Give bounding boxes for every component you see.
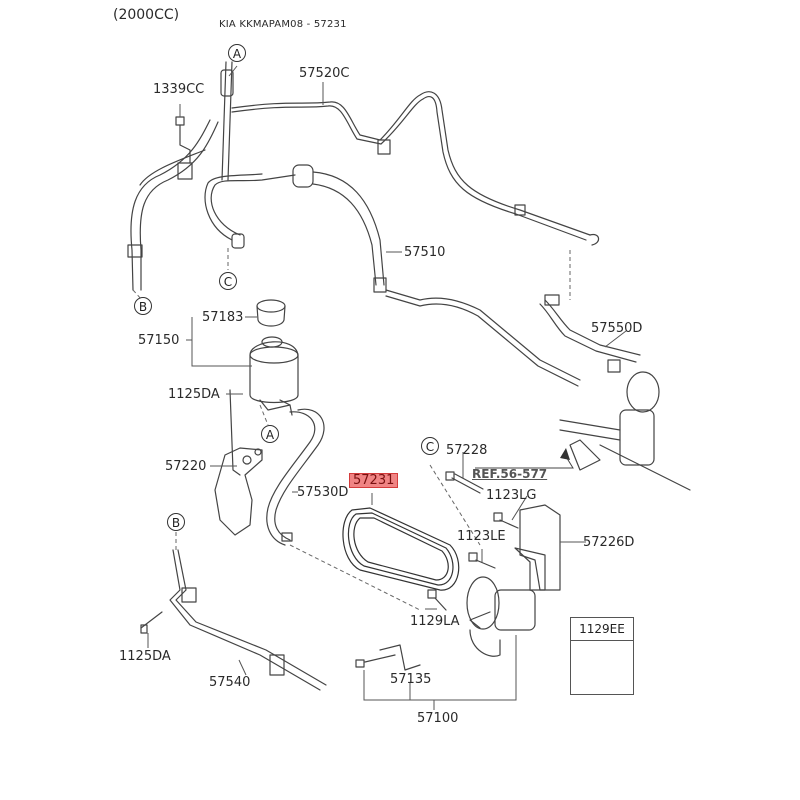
hose-57550d	[539, 294, 641, 373]
pump-57100	[466, 576, 536, 657]
callout-c-upper[interactable]: C	[219, 272, 237, 290]
part-label-57510[interactable]: 57510	[404, 245, 446, 260]
part-label-57231-highlighted[interactable]: 57231	[349, 473, 399, 488]
part-label-57183[interactable]: 57183	[202, 310, 244, 325]
nut-1339cc	[175, 116, 185, 126]
reservoir-57150	[249, 336, 299, 416]
cap-57183	[256, 299, 286, 327]
pipe-57540	[169, 549, 327, 691]
callout-c-lower[interactable]: C	[421, 437, 439, 455]
callout-b-lower[interactable]: B	[167, 513, 185, 531]
part-label-57150[interactable]: 57150	[138, 333, 180, 348]
callout-a-mid[interactable]: A	[261, 425, 279, 443]
bracket-57226d	[514, 504, 561, 591]
part-label-1339cc[interactable]: 1339CC	[153, 82, 205, 97]
reference-link-56-577[interactable]: REF.56-577	[472, 467, 548, 481]
diagram-title: KIA KKMAPAM08 - 57231	[219, 19, 347, 30]
bolt-57228	[445, 471, 484, 494]
hose-57530d	[266, 408, 325, 546]
part-label-57550d[interactable]: 57550D	[591, 321, 643, 336]
part-label-57220[interactable]: 57220	[165, 459, 207, 474]
part-label-1125da-bottom[interactable]: 1125DA	[119, 649, 171, 664]
part-label-57135[interactable]: 57135	[390, 672, 432, 687]
inset-box-1129ee[interactable]: 1129EE	[570, 617, 634, 695]
inset-label-1129ee: 1129EE	[571, 618, 633, 641]
engine-label: (2000CC)	[113, 7, 180, 23]
bolt-1123le	[468, 552, 496, 569]
part-label-57100[interactable]: 57100	[417, 711, 459, 726]
bolt-1123lg	[493, 512, 519, 529]
callout-a-top[interactable]: A	[228, 44, 246, 62]
sensor-57135	[355, 644, 421, 671]
part-label-57530d[interactable]: 57530D	[297, 485, 349, 500]
bolt-1129la	[427, 589, 447, 611]
part-label-1125da-top[interactable]: 1125DA	[168, 387, 220, 402]
part-label-1123lg[interactable]: 1123LG	[486, 488, 537, 503]
part-label-57228[interactable]: 57228	[446, 443, 488, 458]
pipe-57520c	[220, 61, 600, 246]
pipe-bundle-left	[127, 119, 219, 291]
bracket-57220	[214, 389, 263, 536]
callout-b-left[interactable]: B	[134, 297, 152, 315]
part-label-1129la[interactable]: 1129LA	[410, 614, 460, 629]
belt-57231	[342, 507, 460, 591]
part-label-57520c[interactable]: 57520C	[299, 66, 350, 81]
steering-gear	[559, 371, 691, 491]
part-label-57226d[interactable]: 57226D	[583, 535, 635, 550]
part-label-57540[interactable]: 57540	[209, 675, 251, 690]
part-label-1123le[interactable]: 1123LE	[457, 529, 506, 544]
hose-57510	[204, 164, 581, 387]
